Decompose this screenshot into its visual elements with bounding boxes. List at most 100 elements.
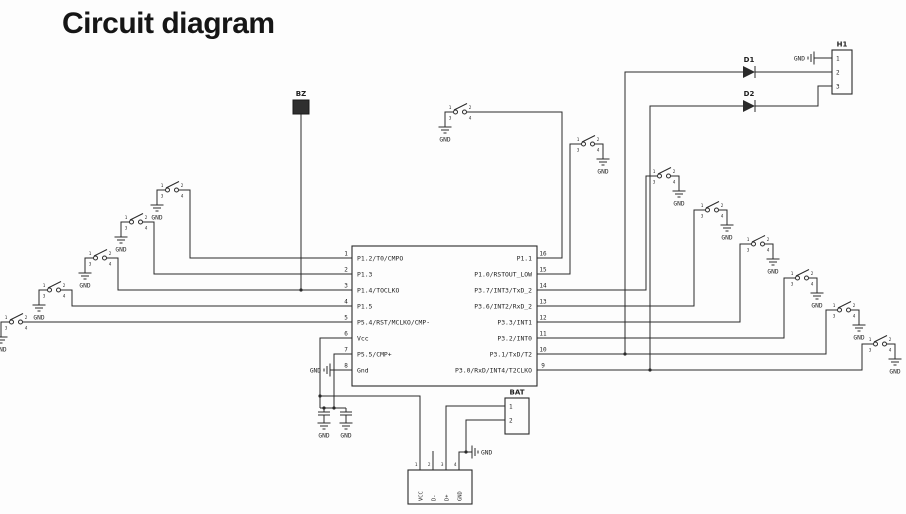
battery-connector: BAT 1 2: [497, 389, 530, 435]
pin-label: P1.2/T0/CMPO: [357, 254, 403, 262]
usb-body: [407, 469, 473, 505]
pin-number: 14: [539, 283, 547, 290]
push-button: [699, 201, 725, 220]
pin-label: P1.5: [357, 302, 373, 310]
gnd-symbol: [720, 219, 734, 242]
gnd-symbol: [888, 353, 902, 376]
ic-pin-right-11: 11 P3.2/INT0: [497, 331, 549, 342]
wire-switch-gnd-stubs: [0, 111, 896, 354]
pin-label: P1.4/TOCLKO: [357, 286, 399, 294]
ic-pin-right-15: 15 P1.0/RSTOUT_LOW: [474, 267, 549, 278]
wire-diodes: [624, 71, 824, 370]
gnd-symbol: [317, 417, 331, 440]
ic-pin-left-1: 1 P1.2/T0/CMPO: [340, 251, 403, 262]
push-button: [789, 269, 815, 288]
pin-number: 5: [344, 315, 348, 322]
battery-body: [504, 397, 530, 435]
pin-label: P3.0/RxD/INT4/T2CLKO: [455, 366, 532, 374]
pin-label: P3.2/INT0: [497, 334, 532, 342]
buzzer: BZ: [292, 90, 310, 115]
gnd-symbol: [810, 287, 824, 310]
push-button: [745, 235, 771, 254]
push-button: [831, 301, 857, 320]
buzzer-body: [292, 99, 310, 115]
pin-number: 4: [454, 462, 457, 468]
pin-label: Gnd: [357, 366, 369, 374]
usb-pin-label: VCC: [419, 491, 425, 501]
pin-label: Vcc: [357, 334, 369, 342]
ic-pin-left-4: 4 P1.5: [340, 299, 373, 310]
pin-label: P1.3: [357, 270, 373, 278]
wire-usb-bat-gnd: [432, 405, 497, 458]
pin-number: 7: [344, 347, 348, 354]
ic-pin-left-3: 3 P1.4/TOCLKO: [340, 283, 399, 294]
pin-number: 11: [539, 331, 547, 338]
push-button: [651, 167, 677, 186]
ic-pin-left-7: 7 P5.5/CMP+: [340, 347, 392, 358]
push-button: [447, 103, 473, 122]
push-button: [575, 135, 601, 154]
ic-pin-right-9: 9 P3.0/RxD/INT4/T2CLKO: [455, 363, 549, 374]
gnd-symbol: [596, 153, 610, 176]
usb-pin-label: GND: [458, 491, 464, 501]
ic-pin-right-13: 13 P3.6/INT2/RxD_2: [474, 299, 549, 310]
pin-number: 12: [539, 315, 547, 322]
usb-pin-label: D-: [432, 495, 438, 502]
pin-number: 2: [836, 70, 840, 77]
pin-number: 3: [441, 462, 444, 468]
pin-number: 10: [539, 347, 547, 354]
pin-number: 1: [415, 462, 418, 468]
component-label: H1: [837, 41, 848, 49]
wire-top-switches: [472, 111, 576, 275]
wire-left-switches: [28, 189, 340, 323]
gnd-symbol: [852, 319, 866, 342]
push-button: [3, 313, 29, 332]
ic-pin-right-10: 10 P3.1/TxD/T2: [490, 347, 549, 358]
pin-number: 1: [836, 56, 840, 63]
component-label: D2: [744, 90, 755, 98]
pin-number: 3: [836, 84, 840, 91]
header-body: [831, 49, 853, 95]
gnd-symbol: [793, 51, 825, 65]
ic-pin-left-6: 6 Vcc: [340, 331, 369, 342]
gnd-symbol: [78, 267, 92, 290]
gnd-symbol: [32, 299, 46, 322]
pin-label: P3.7/INT3/TxD_2: [474, 286, 532, 294]
gnd-symbol: [150, 199, 164, 222]
pin-label: P5.5/CMP+: [357, 350, 392, 358]
gnd-symbol: [114, 231, 128, 254]
gnd-symbol: [461, 445, 493, 459]
ic-pin-right-12: 12 P3.3/INT1: [497, 315, 549, 326]
pin-label: P1.1: [517, 254, 533, 262]
gnd-symbol: [309, 363, 341, 377]
push-button: [87, 249, 113, 268]
wires: [0, 71, 896, 458]
pin-number: 4: [344, 299, 348, 306]
diode-triangle: [743, 100, 755, 112]
junction-dots: [299, 288, 652, 454]
pin-number: 9: [541, 363, 545, 370]
component-label: D1: [744, 56, 755, 64]
capacitor-plates: [318, 411, 352, 416]
pin-label: P3.6/INT2/RxD_2: [474, 302, 532, 310]
gnd-symbol: [0, 331, 8, 354]
ic-body: [351, 245, 538, 387]
wire-right-switches: [549, 175, 868, 371]
component-label: BZ: [296, 90, 306, 98]
push-button: [41, 281, 67, 300]
pin-label: P5.4/RST/MCLKO/CMP-: [357, 318, 430, 326]
pin-number: 6: [344, 331, 348, 338]
pin-label: P1.0/RSTOUT_LOW: [474, 270, 532, 278]
pin-number: 2: [509, 418, 513, 425]
pin-number: 2: [344, 267, 348, 274]
ic-pin-right-14: 14 P3.7/INT3/TxD_2: [474, 283, 549, 294]
push-button: [159, 181, 185, 200]
diode-triangle: [743, 66, 755, 78]
pin-number: 2: [428, 462, 431, 468]
usb-pin-label: D+: [445, 494, 451, 501]
gnd-symbol: [339, 417, 353, 440]
header-h1: H1 1 2 3: [824, 41, 853, 95]
pin-label: P3.3/INT1: [497, 318, 532, 326]
